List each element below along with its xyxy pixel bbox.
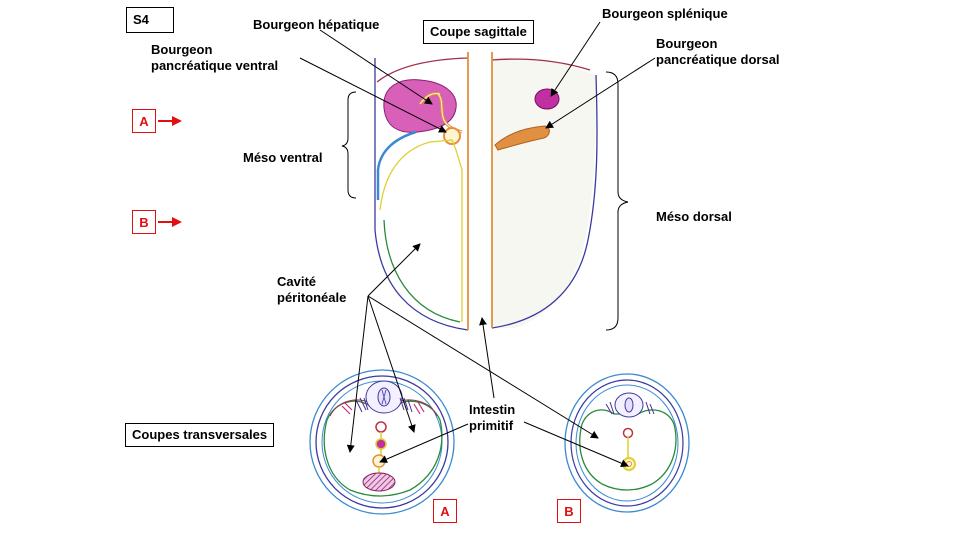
pointer-gut-a	[379, 423, 469, 463]
dorsal-meso-label: Méso dorsal	[656, 209, 732, 224]
dorsal-pancreatic-bud-label: Bourgeon pancréatique dorsal	[656, 36, 780, 68]
dorsal-meso-brace	[605, 71, 629, 331]
pointer-ventral-pancreatic	[299, 57, 447, 133]
marker-a-transverse: A	[433, 499, 457, 523]
peritoneal-cavity-line1: Cavité	[277, 274, 317, 289]
slide-tag: S4	[126, 7, 174, 33]
ventral-pancreatic-line2: pancréatique ventral	[151, 58, 279, 73]
ventral-meso-label: Méso ventral	[243, 150, 323, 165]
transverse-title: Coupes transversales	[125, 423, 275, 447]
ventral-meso-yellow	[379, 139, 463, 322]
dorsal-pancreatic-bud	[494, 125, 550, 151]
primitive-gut-line1: Intestin	[469, 402, 516, 417]
pointer-gut-b	[523, 421, 629, 467]
dorsal-meso-fill	[492, 57, 596, 328]
sagittal-title: Coupe sagittale	[423, 20, 534, 44]
top-arc-left	[376, 57, 469, 83]
pointer-gut-sagittal	[479, 317, 495, 399]
peritoneal-cavity-label: Cavité péritonéale	[277, 274, 346, 306]
peritoneal-cavity-line2: péritonéale	[277, 290, 347, 305]
marker-b-transverse: B	[557, 499, 581, 523]
ventral-pancreatic-bud-label: Bourgeon pancréatique ventral	[151, 42, 278, 74]
pointer-cavity-sagittal	[367, 243, 421, 297]
pointer-cavity-b	[367, 295, 599, 439]
pointer-splenic	[550, 21, 601, 97]
peritoneal-line	[383, 219, 461, 323]
sagittal-section	[374, 52, 598, 331]
ventral-meso-brace	[341, 91, 357, 199]
hepatic-bud-label: Bourgeon hépatique	[253, 17, 380, 32]
top-arc-right	[491, 58, 591, 71]
dorsal-pancreatic-line2: pancréatique dorsal	[656, 52, 780, 67]
section-b-outer	[564, 373, 690, 513]
transverse-section-b	[564, 373, 690, 513]
primitive-gut-label: Intestin primitif	[469, 402, 515, 434]
pointer-hepatic	[319, 29, 433, 105]
splenic-bud-label: Bourgeon splénique	[602, 6, 728, 21]
splenic-bud	[534, 88, 560, 110]
transverse-section-a	[309, 369, 455, 515]
ventral-pancreatic-line1: Bourgeon	[151, 42, 213, 57]
body-outline	[374, 58, 598, 331]
blue-line	[376, 130, 417, 200]
dorsal-pancreatic-line1: Bourgeon	[656, 36, 718, 51]
section-a-liver	[362, 472, 396, 492]
primitive-gut-line2: primitif	[469, 418, 514, 433]
marker-b-sagittal: B	[132, 210, 156, 234]
pointer-dorsal-pancreatic	[545, 57, 656, 129]
pointer-cavity-a-left	[346, 295, 369, 453]
marker-a-sagittal: A	[132, 109, 156, 133]
pointer-lines	[299, 21, 656, 467]
section-a-outer	[309, 369, 455, 515]
pointer-cavity-a-right	[367, 295, 416, 433]
